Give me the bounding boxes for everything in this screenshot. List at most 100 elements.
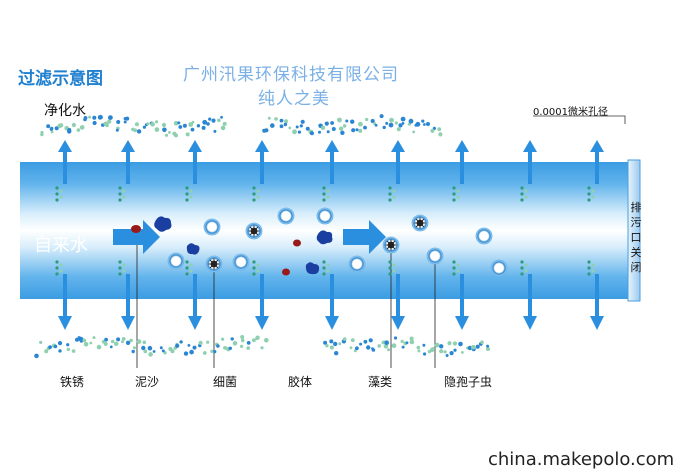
molecule-dot — [292, 129, 297, 135]
algae-tuft — [388, 260, 396, 276]
molecule-dot — [116, 120, 121, 124]
molecule-dot — [173, 121, 179, 126]
molecule-dot — [142, 340, 147, 345]
cryptosporidium-particle — [205, 255, 223, 273]
molecule-dot — [208, 117, 212, 121]
molecule-dot — [92, 336, 96, 340]
molecule-dot — [202, 119, 208, 125]
molecule-dot — [329, 339, 334, 344]
molecule-dot — [49, 127, 54, 131]
molecule-dot — [368, 338, 373, 343]
molecule-dot — [192, 345, 197, 350]
molecule-dot — [232, 341, 238, 346]
molecule-dot — [383, 344, 389, 349]
molecule-dot — [333, 341, 338, 347]
watermark: china.makepolo.com — [488, 449, 675, 470]
molecule-dot — [50, 130, 54, 134]
bacteria-particle — [316, 207, 334, 225]
molecule-dot — [123, 120, 127, 124]
molecule-dot — [133, 128, 138, 133]
molecule-dot — [82, 338, 87, 343]
molecule-dot — [417, 349, 421, 353]
molecule-dot — [366, 345, 371, 350]
molecule-dot — [422, 343, 426, 347]
molecule-dot — [470, 344, 476, 350]
molecule-dot — [355, 346, 359, 351]
molecule-dot — [114, 341, 119, 346]
molecule-dot — [191, 120, 195, 124]
molecule-dot — [401, 122, 405, 125]
molecule-dot — [178, 125, 183, 129]
molecule-dot — [279, 118, 284, 123]
molecule-dot — [371, 347, 374, 350]
molecule-dot — [115, 128, 119, 132]
molecule-dot — [423, 123, 426, 126]
molecule-dot — [46, 124, 51, 129]
molecule-dot — [44, 349, 49, 354]
legend-bacteria: 细菌 — [213, 375, 238, 389]
molecule-dot — [190, 127, 195, 132]
molecule-dot — [162, 127, 167, 133]
molecule-dot — [423, 352, 427, 356]
filter-arrows — [58, 140, 604, 330]
rejected-molecules-bottom — [34, 335, 490, 359]
molecule-dot — [299, 124, 303, 128]
molecule-dot — [345, 119, 349, 123]
molecule-dot — [340, 130, 345, 135]
molecule-dot — [486, 347, 490, 351]
molecule-dot — [98, 114, 103, 120]
molecule-dot — [92, 115, 97, 120]
molecule-dot — [358, 128, 363, 133]
algae-tuft — [520, 186, 528, 202]
molecule-dot — [107, 119, 112, 124]
molecule-dot — [152, 350, 156, 353]
algae-tuft — [452, 186, 460, 202]
algae-tuft — [388, 186, 396, 202]
molecule-dot — [323, 340, 328, 345]
bacteria-particle — [475, 227, 493, 245]
clean-water-label: 净化水 — [44, 103, 86, 119]
molecule-dot — [179, 340, 183, 344]
molecule-dot — [393, 336, 398, 340]
molecule-dot — [67, 129, 72, 134]
molecule-dot — [389, 117, 394, 123]
molecule-dot — [57, 341, 63, 346]
molecule-dot — [400, 339, 404, 343]
molecule-dot — [359, 342, 363, 346]
algae-tuft — [452, 260, 460, 276]
double-arrow-icon — [121, 140, 135, 330]
molecule-dot — [350, 338, 355, 343]
molecule-dot — [255, 337, 259, 341]
molecule-dot — [387, 348, 390, 352]
molecule-dot — [349, 346, 353, 350]
molecule-dot — [486, 344, 490, 348]
molecule-dot — [300, 119, 305, 124]
molecule-dot — [324, 121, 329, 126]
molecule-dot — [125, 116, 130, 121]
purified-molecules-top — [40, 114, 443, 138]
molecule-dot — [338, 126, 344, 131]
sediment-particles — [131, 225, 301, 276]
molecule-dot — [246, 341, 251, 345]
molecule-dot — [385, 121, 389, 125]
molecule-dot — [358, 121, 363, 127]
molecule-dot — [439, 344, 444, 349]
colloid-particles — [154, 216, 333, 275]
molecule-dot — [147, 345, 153, 351]
molecule-dot — [34, 353, 39, 359]
molecule-dot — [382, 125, 386, 130]
algae-tuft — [587, 260, 595, 276]
molecule-dot — [182, 123, 187, 128]
molecule-dot — [434, 342, 440, 348]
molecule-dot — [164, 133, 169, 137]
algae-tuft — [322, 186, 330, 202]
molecule-dot — [437, 127, 442, 132]
slogan: 纯人之美 — [258, 89, 330, 109]
molecule-dot — [264, 128, 269, 133]
molecule-dot — [297, 130, 301, 134]
company-name: 广州汛果环保科技有限公司 — [183, 65, 399, 85]
bacteria-particle — [490, 259, 508, 277]
molecule-dot — [155, 120, 159, 124]
molecule-dot — [202, 351, 207, 355]
